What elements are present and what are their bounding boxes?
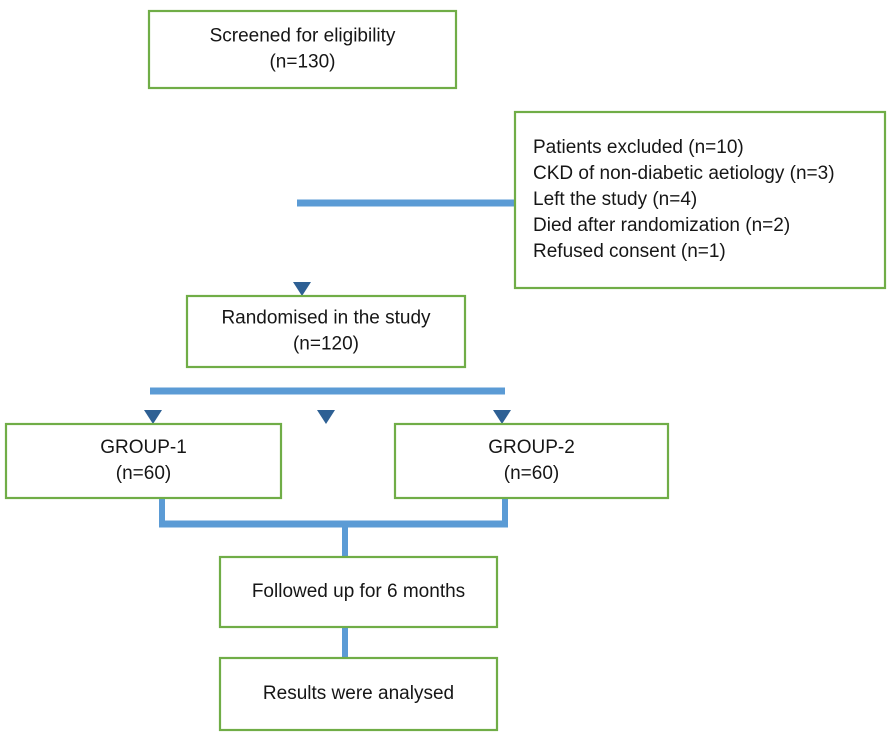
- group-1-box-line-1: (n=60): [116, 463, 171, 484]
- connector-split-to-group-1-arrowhead-icon: [144, 410, 162, 424]
- connector-randomised-to-split: [317, 367, 335, 424]
- followed-up-box-line-0: Followed up for 6 months: [252, 581, 465, 602]
- group-2-box[interactable]: GROUP-2 (n=60): [393, 422, 670, 500]
- group-1-box[interactable]: GROUP-1 (n=60): [4, 422, 283, 500]
- patients-excluded-box-line-0: Patients excluded (n=10): [533, 137, 744, 158]
- group-2-box-line-0: GROUP-2: [488, 437, 575, 458]
- screened-for-eligibility-box-line-0: Screened for eligibility: [210, 26, 396, 47]
- connector-screened-to-randomised: [293, 88, 311, 296]
- node-layer: Screened for eligibility (n=130) Patients …: [4, 9, 887, 732]
- screened-for-eligibility-box-line-1: (n=130): [269, 52, 335, 73]
- results-analysed-box-frame: [218, 656, 499, 732]
- patients-excluded-box-line-1: CKD of non-diabetic aetiology (n=3): [533, 163, 835, 184]
- connector-split-to-group-1: [144, 391, 162, 424]
- randomised-in-study-box[interactable]: Randomised in the study (n=120): [185, 294, 467, 369]
- followed-up-box-frame: [218, 555, 499, 629]
- connector-split-to-group-2: [493, 391, 511, 424]
- patients-excluded-box-line-3: Died after randomization (n=2): [533, 215, 790, 236]
- connector-screened-to-randomised-arrowhead-icon: [293, 282, 311, 296]
- screened-for-eligibility-box-frame: [147, 9, 458, 90]
- patients-excluded-box[interactable]: Patients excluded (n=10) CKD of non-diabe…: [513, 110, 887, 290]
- group-2-box-line-1: (n=60): [504, 463, 559, 484]
- group-2-box-frame: [393, 422, 670, 500]
- results-analysed-box[interactable]: Results were analysed: [218, 656, 499, 732]
- screened-for-eligibility-box[interactable]: Screened for eligibility (n=130): [147, 9, 458, 90]
- group-1-box-line-0: GROUP-1: [100, 437, 187, 458]
- results-analysed-box-line-0: Results were analysed: [263, 683, 454, 704]
- followed-up-box[interactable]: Followed up for 6 months: [218, 555, 499, 629]
- connector-split-to-group-2-arrowhead-icon: [493, 410, 511, 424]
- randomised-in-study-box-frame: [185, 294, 467, 369]
- group-1-box-frame: [4, 422, 283, 500]
- randomised-in-study-box-line-0: Randomised in the study: [221, 308, 431, 329]
- randomised-in-study-box-line-1: (n=120): [293, 334, 359, 355]
- connector-layer: [144, 88, 515, 658]
- patients-excluded-box-line-2: Left the study (n=4): [533, 189, 697, 210]
- patients-excluded-box-frame: [513, 110, 887, 290]
- connector-randomised-to-split-arrowhead-icon: [317, 410, 335, 424]
- patients-excluded-box-line-4: Refused consent (n=1): [533, 241, 726, 262]
